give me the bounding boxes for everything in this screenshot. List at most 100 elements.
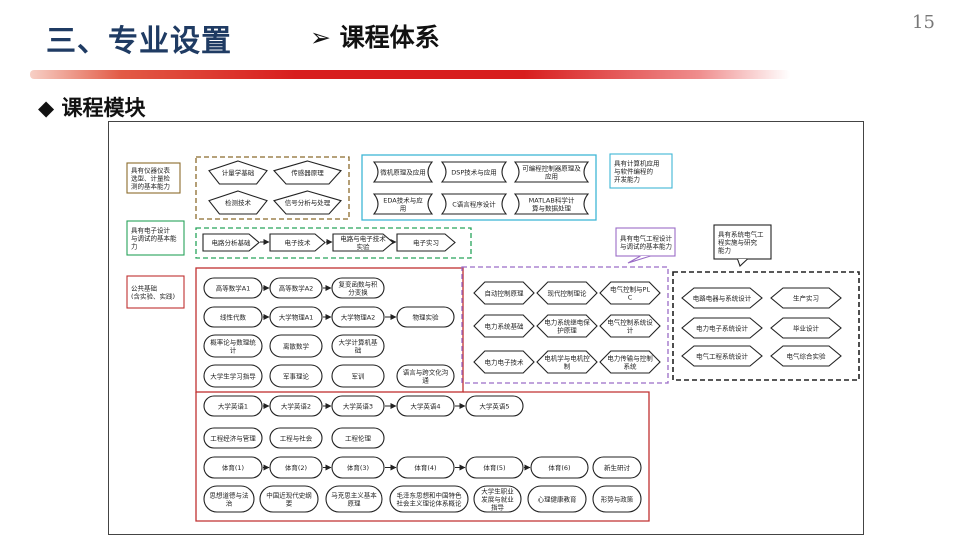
module-computer-3-outline bbox=[513, 161, 590, 183]
public-english-2-label: 大学英语2 bbox=[281, 401, 311, 410]
ability-engineering-box bbox=[713, 224, 772, 260]
module-engineering-6-outline bbox=[770, 345, 842, 367]
module-instrument-2-label-line: 传感器原理 bbox=[291, 168, 324, 177]
public-row8-3-label-line: 原理 bbox=[348, 499, 362, 507]
module-computer-6-label-line: MATLAB科学计 bbox=[529, 195, 575, 204]
module-computer-1: 微机原理及应用 bbox=[372, 161, 434, 183]
public-row8-4-label-line: 毛泽东思想和中国特色 bbox=[397, 490, 463, 499]
public-row8-4: 毛泽东思想和中国特色社会主义理论体系概论 bbox=[389, 485, 469, 513]
public-math-1: 高等数学A1 bbox=[203, 277, 263, 299]
public-english-3: 大学英语3 bbox=[331, 395, 385, 417]
public-physics-4-outline bbox=[396, 306, 455, 328]
module-computer-2-outline bbox=[440, 161, 508, 183]
public-pe-5-label: 体育(5) bbox=[483, 463, 505, 472]
public-physics-1-label: 线性代数 bbox=[220, 312, 247, 321]
ability-electrical-box bbox=[615, 227, 676, 257]
public-row8-2: 中国近现代史纲要 bbox=[259, 485, 319, 513]
public-pe-2-label: 体育(2) bbox=[285, 463, 307, 472]
public-row8-1-label-line: 思想道德与法 bbox=[210, 490, 250, 499]
module-electrical-4-label: 电力系统基础 bbox=[485, 321, 525, 330]
module-electrical-1-label-line: 自动控制原理 bbox=[485, 288, 525, 297]
module-electrical-1-label: 自动控制原理 bbox=[485, 288, 525, 297]
module-circuit-2-outline bbox=[269, 233, 326, 252]
module-computer-3: 可编程控制器原理及应用 bbox=[513, 161, 590, 183]
ability-engineering-line: 能力 bbox=[718, 245, 731, 254]
public-physics-1: 线性代数 bbox=[203, 306, 263, 328]
public-row6-2: 工程与社会 bbox=[269, 427, 323, 449]
public-row6-1-label-line: 工程经济与管理 bbox=[210, 433, 256, 442]
public-math-2-outline bbox=[269, 277, 323, 299]
public-english-4: 大学英语4 bbox=[396, 395, 455, 417]
ability-public-line: (含实验、实践) bbox=[131, 291, 175, 300]
page-number: 15 bbox=[912, 12, 935, 33]
module-electrical-1: 自动控制原理 bbox=[473, 281, 535, 305]
module-electrical-2-outline bbox=[536, 281, 598, 305]
public-row3-3-label-line: 础 bbox=[355, 345, 362, 354]
public-group-bottom bbox=[195, 391, 650, 522]
module-instrument-4-label: 信号分析与处理 bbox=[285, 198, 331, 207]
module-engineering-5-outline bbox=[681, 345, 763, 367]
public-row3-3-label-line: 大学计算机基 bbox=[339, 337, 379, 346]
public-english-1-label-line: 大学英语1 bbox=[218, 401, 248, 410]
section-heading-text: 课程模块 bbox=[61, 96, 146, 120]
module-instrument-2: 传感器原理 bbox=[273, 160, 342, 185]
public-english-2: 大学英语2 bbox=[269, 395, 323, 417]
public-row3-1: 概率论与数理统计 bbox=[203, 334, 263, 358]
public-math-3-label-line: 复变函数与积 bbox=[339, 279, 379, 288]
public-row4-3-label: 军训 bbox=[352, 372, 365, 380]
public-row8-4-outline bbox=[389, 485, 469, 513]
public-pe-7: 新生研讨 bbox=[592, 456, 642, 479]
module-computer-4-label-line: 用 bbox=[400, 204, 407, 212]
module-electrical-3-label-line: C bbox=[628, 293, 633, 301]
public-math-1-outline bbox=[203, 277, 263, 299]
public-row8-1-outline bbox=[203, 485, 255, 513]
public-row8-5-label-line: 大学生职业 bbox=[481, 486, 514, 495]
module-electrical-2-label: 现代控制理论 bbox=[548, 288, 588, 297]
module-electrical-7-outline bbox=[473, 350, 535, 374]
public-physics-1-label-line: 线性代数 bbox=[220, 312, 247, 321]
public-pe-3-label: 体育(3) bbox=[347, 463, 369, 472]
ability-instrument-line: 选型、计量检 bbox=[131, 173, 171, 182]
public-row8-7-label-line: 形势与政策 bbox=[601, 494, 634, 503]
public-row3-1-outline bbox=[203, 334, 263, 358]
public-pe-1: 体育(1) bbox=[203, 456, 263, 479]
public-english-1: 大学英语1 bbox=[203, 395, 263, 417]
module-engineering-3-label: 电力电子系统设计 bbox=[696, 323, 749, 332]
public-english-4-outline bbox=[396, 395, 455, 417]
ability-computer-box bbox=[609, 153, 673, 189]
module-engineering-3-label-line: 电力电子系统设计 bbox=[696, 323, 749, 332]
module-engineering-1-label-line: 电路电器与系统设计 bbox=[693, 293, 752, 302]
public-row4-3-outline bbox=[331, 364, 385, 388]
module-electrical-3-outline bbox=[599, 281, 661, 305]
module-instrument-1-label: 计量学基础 bbox=[222, 168, 255, 177]
module-electrical-8-label-line: 制 bbox=[564, 361, 571, 370]
module-electrical-2: 现代控制理论 bbox=[536, 281, 598, 305]
public-row4-1: 大学生学习指导 bbox=[203, 364, 263, 388]
module-circuit-3-outline bbox=[332, 233, 394, 252]
module-electrical-6-label-line: 电气控制系统设 bbox=[607, 317, 653, 326]
public-english-2-label-line: 大学英语2 bbox=[281, 401, 311, 410]
public-physics-4-label: 物理实验 bbox=[413, 312, 440, 321]
public-row6-3-outline bbox=[331, 427, 385, 449]
public-pe-4-outline bbox=[396, 456, 455, 479]
public-row6-2-outline bbox=[269, 427, 323, 449]
module-instrument-2-label: 传感器原理 bbox=[291, 168, 324, 177]
public-row4-2-label: 军事理论 bbox=[283, 371, 310, 380]
public-row8-5-label-line: 发展与就业 bbox=[481, 494, 514, 503]
public-row3-1-label-line: 计 bbox=[230, 345, 237, 354]
module-electrical-4: 电力系统基础 bbox=[473, 314, 535, 338]
module-electrical-7-label: 电力电子技术 bbox=[485, 357, 525, 366]
public-row8-7-outline bbox=[592, 485, 642, 513]
ability-public-box bbox=[126, 275, 185, 309]
public-pe-1-label: 体育(1) bbox=[222, 463, 244, 472]
module-computer-6: MATLAB科学计算与数据处理 bbox=[513, 193, 590, 215]
public-english-4-label-line: 大学英语4 bbox=[410, 401, 440, 410]
module-engineering-4-label: 毕业设计 bbox=[793, 323, 820, 332]
public-row6-3: 工程伦理 bbox=[331, 427, 385, 449]
module-electrical-5-label-line: 护原理 bbox=[557, 325, 577, 334]
module-instrument-4-outline bbox=[273, 190, 342, 215]
module-electrical-9-label: 电力传输与控制系统 bbox=[607, 353, 653, 370]
